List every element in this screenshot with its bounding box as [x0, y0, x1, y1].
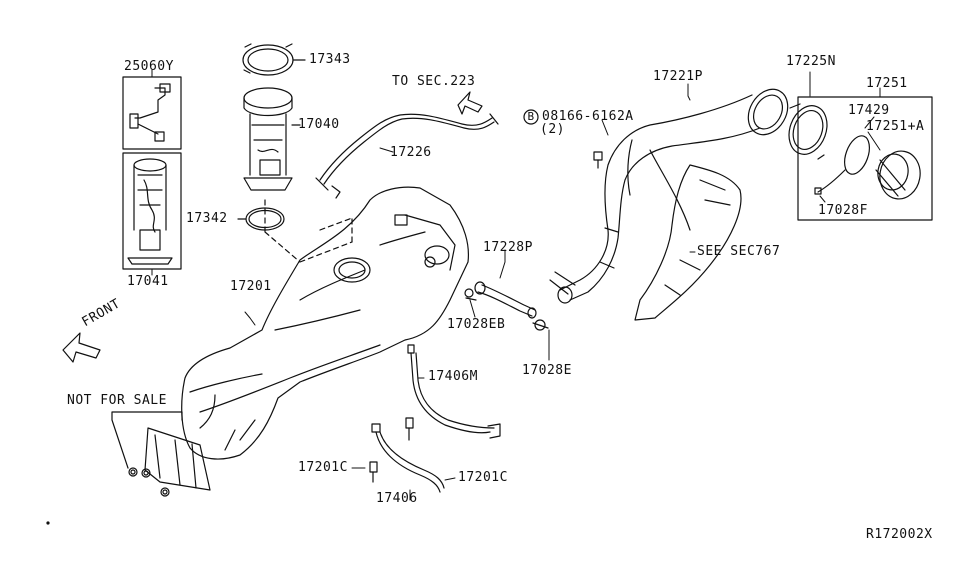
filler-hose	[464, 281, 549, 331]
part-label-17343: 17343	[309, 52, 351, 67]
not-for-sale-label: NOT FOR SALE	[67, 393, 167, 408]
part-label-17429: 17429	[848, 103, 890, 118]
see-sec-label: SEE SEC767	[697, 244, 781, 259]
front-arrow	[62, 332, 101, 363]
arrow-to-sec223	[457, 91, 483, 115]
part-label-17201c-left: 17201C	[298, 460, 348, 475]
bolt-ref-marker-label: B	[527, 110, 535, 123]
part-label-17406m: 17406M	[428, 369, 478, 384]
bolt-ref-part-label: 08166-6162A	[542, 109, 634, 124]
part-label-17041: 17041	[127, 274, 169, 289]
part-label-17040: 17040	[298, 117, 340, 132]
pump-assembly-box	[122, 152, 182, 270]
part-label-17028e: 17028E	[522, 363, 572, 378]
bolts	[369, 417, 414, 483]
tank-strap-right	[407, 344, 501, 439]
filler-tube	[549, 88, 789, 304]
splash-shield	[634, 164, 742, 321]
sender-unit-box	[122, 76, 182, 150]
part-label-17028f: 17028F	[818, 203, 868, 218]
part-label-17226: 17226	[390, 145, 432, 160]
part-label-17406: 17406	[376, 491, 418, 506]
part-label-17201c-right: 17201C	[458, 470, 508, 485]
part-label-17221p: 17221P	[653, 69, 703, 84]
tank-strap-left	[371, 423, 445, 493]
part-label-17201: 17201	[230, 279, 272, 294]
gasket	[237, 207, 285, 231]
part-label-17225n: 17225N	[786, 54, 836, 69]
bolt-ref-qty-label: (2)	[540, 122, 565, 137]
install-guide-lines	[264, 199, 353, 263]
fuel-cap-box	[797, 96, 933, 221]
part-label-17251a: 17251+A	[866, 119, 925, 134]
bolt-ref-marker	[523, 109, 539, 125]
part-label-17028eb: 17028EB	[447, 317, 506, 332]
filler-seal	[788, 103, 828, 160]
part-label-17342: 17342	[186, 211, 228, 226]
reference-code: R172002X	[866, 527, 933, 542]
part-label-17251: 17251	[866, 76, 908, 91]
fuel-pump	[243, 87, 301, 191]
lock-ring	[242, 43, 306, 76]
fuel-tank	[181, 186, 470, 460]
part-label-17228p: 17228P	[483, 240, 533, 255]
leader-lines	[151, 69, 881, 501]
heat-shield	[111, 411, 211, 497]
to-sec-label: TO SEC.223	[392, 74, 476, 89]
part-label-25060y: 25060Y	[124, 59, 174, 74]
evap-tube	[315, 113, 499, 199]
